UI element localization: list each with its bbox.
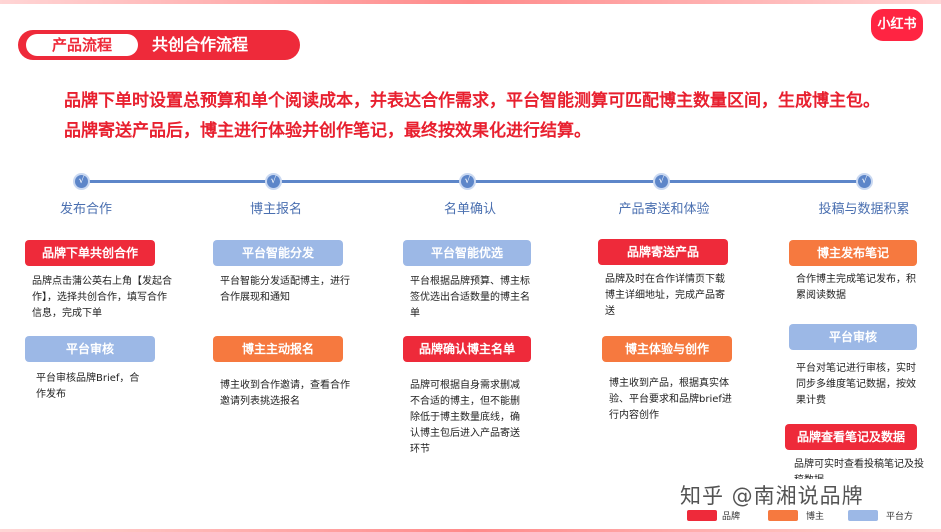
legend-brand-label: 品牌 (722, 512, 741, 522)
stage-label-ship: 产品寄送和体验 (618, 202, 710, 217)
legend-platform-swatch (848, 510, 878, 521)
step-platform-note-review: 平台审核 (789, 324, 917, 350)
bottom-accent-bar (0, 529, 941, 532)
stage-label-submit: 投稿与数据积累 (818, 202, 910, 217)
step-creator-publish: 博主发布笔记 (789, 240, 917, 266)
step-smart-selection-desc: 平台根据品牌预算、博主标签优选出合适数量的博主名单 (410, 276, 530, 319)
step-platform-review-desc: 平台审核品牌Brief，合作发布 (36, 373, 140, 400)
timeline-node-check-icon: √ (459, 173, 476, 190)
stage-label-confirm: 名单确认 (443, 202, 496, 217)
zhihu-watermark: 知乎 @南湘说品牌 (680, 484, 864, 508)
stage-label-publish: 发布合作 (59, 202, 112, 217)
step-brand-ship-desc: 品牌及时在合作详情页下载博主详细地址，完成产品寄送 (605, 274, 725, 317)
step-smart-distribution-desc: 平台智能分发适配博主，进行合作展现和通知 (220, 276, 350, 303)
step-creator-experience: 博主体验与创作 (602, 336, 732, 362)
intro-paragraph: 品牌下单时设置总预算和单个阅读成本，并表达合作需求，平台智能测算可匹配博主数量区… (64, 91, 880, 141)
xiaohongshu-logo: 小红书 (871, 9, 923, 41)
step-creator-experience-desc: 博主收到产品，根据真实体验、平台要求和品牌brief进行内容创作 (609, 378, 732, 421)
section-tag: 产品流程 (26, 34, 138, 56)
timeline-node-check-icon: √ (73, 173, 90, 190)
timeline-node-check-icon: √ (265, 173, 282, 190)
legend-platform-label: 平台方 (886, 512, 914, 522)
step-smart-selection: 平台智能优选 (403, 240, 531, 266)
legend-creator-label: 博主 (806, 512, 825, 522)
top-accent-bar (0, 0, 941, 4)
stage-label-signup: 博主报名 (249, 202, 302, 217)
step-brand-ship: 品牌寄送产品 (598, 239, 728, 265)
step-platform-review: 平台审核 (25, 336, 155, 362)
step-brand-confirm-list: 品牌确认博主名单 (403, 336, 531, 362)
step-creator-signup-desc: 博主收到合作邀请，查看合作邀请列表挑选报名 (220, 380, 350, 407)
step-creator-signup: 博主主动报名 (213, 336, 343, 362)
step-creator-publish-desc: 合作博主完成笔记发布，积累阅读数据 (796, 274, 916, 301)
step-brand-confirm-list-desc: 品牌可根据自身需求删减不合适的博主，但不能删除低于博主数量底线，确认博主包后进入… (410, 380, 520, 455)
step-brand-view-data-desc: 品牌可实时查看投稿笔记及投稿数据 (794, 459, 924, 479)
step-brand-order: 品牌下单共创合作 (25, 240, 155, 266)
legend-creator-swatch (768, 510, 798, 521)
timeline-node-check-icon: √ (856, 173, 873, 190)
step-brand-view-data: 品牌查看笔记及数据 (785, 424, 917, 450)
step-platform-note-review-desc: 平台对笔记进行审核，实时同步多维度笔记数据，按效果计费 (796, 363, 916, 406)
section-header: 产品流程 共创合作流程 (18, 30, 300, 60)
step-smart-distribution: 平台智能分发 (213, 240, 343, 266)
step-brand-order-desc: 品牌点击蒲公英右上角【发起合作】，选择共创合作，填写合作信息，完成下单 (32, 276, 172, 319)
section-title: 共创合作流程 (152, 35, 249, 54)
legend-brand-swatch (687, 510, 717, 521)
timeline-node-check-icon: √ (653, 173, 670, 190)
